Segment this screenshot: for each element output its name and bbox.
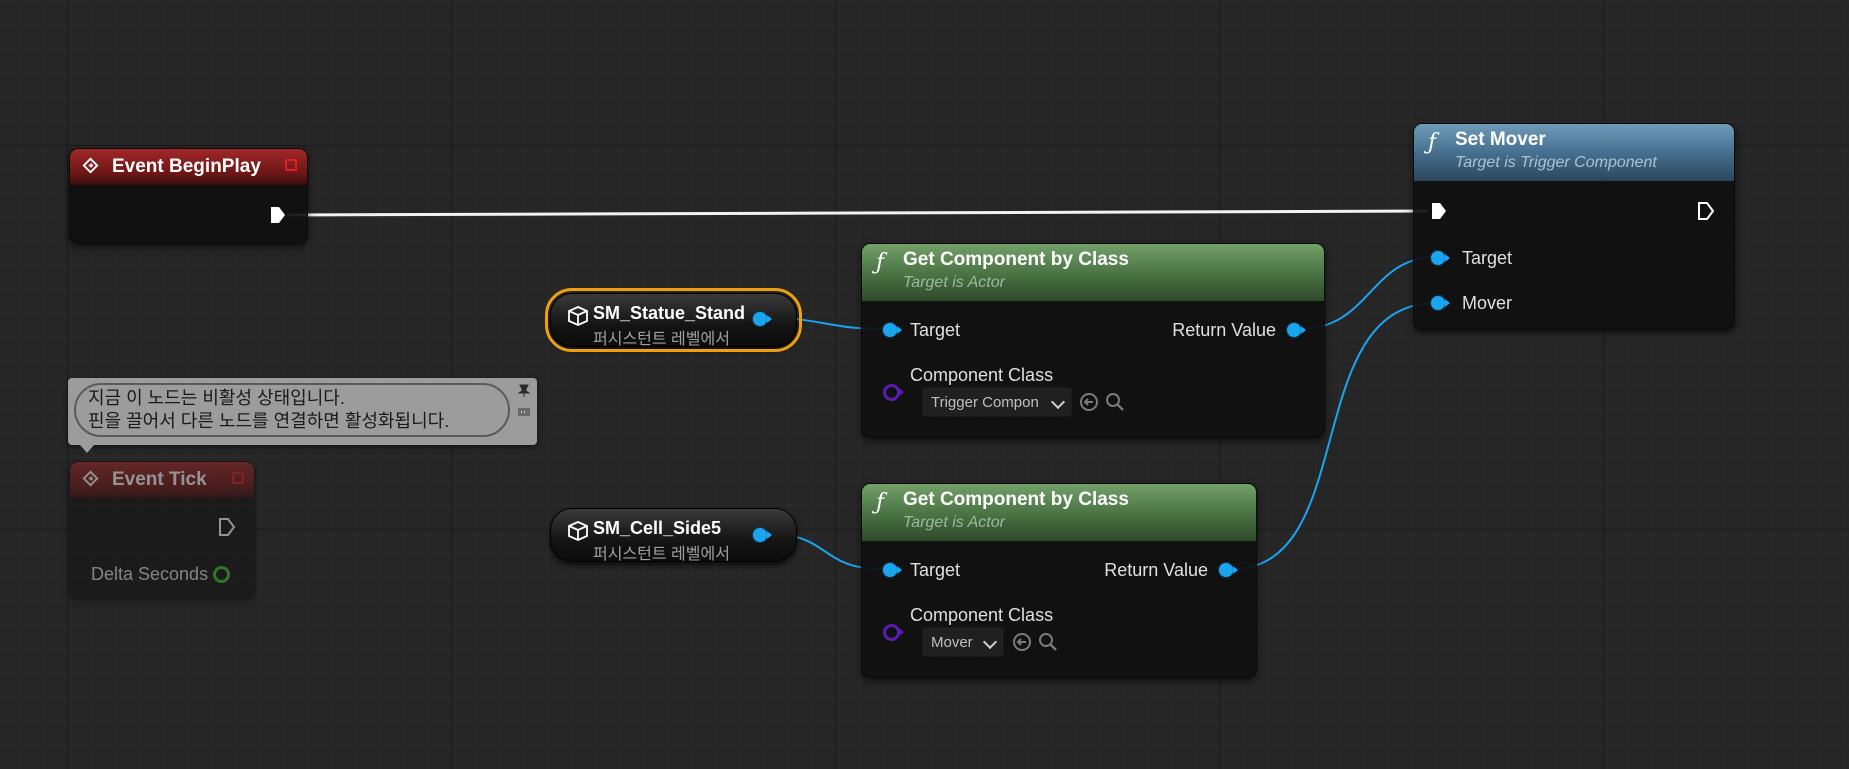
target-label: Target — [910, 320, 961, 340]
event-tick-title: Event Tick — [112, 469, 207, 490]
exec-output-pin[interactable] — [219, 518, 235, 536]
pin-icon[interactable] — [517, 384, 531, 398]
stop-icon — [232, 472, 244, 484]
function-icon: ƒ — [876, 250, 885, 275]
comment-line-1: 지금 이 노드는 비활성 상태입니다. — [88, 388, 345, 408]
target-label: Target — [1462, 248, 1513, 268]
get-component-subtitle-2: Target is Actor — [903, 514, 1005, 531]
actor-cube-icon — [568, 306, 588, 326]
comment-line-2: 핀을 끌어서 다른 노드를 연결하면 활성화됩니다. — [88, 411, 450, 431]
get-component-title-2: Get Component by Class — [903, 489, 1129, 510]
component-class-dropdown[interactable]: Mover — [922, 627, 1004, 657]
component-class-value: Mover — [931, 634, 973, 651]
float-output-pin[interactable] — [213, 566, 230, 583]
event-tick-header[interactable]: Event Tick — [70, 462, 254, 498]
component-class-value: Trigger Compon — [931, 394, 1039, 411]
mover-label: Mover — [1462, 293, 1513, 313]
set-mover-subtitle: Target is Trigger Component — [1455, 154, 1657, 171]
var-statue-node[interactable]: SM_Statue_Stand 퍼시스턴트 레벨에서 — [545, 288, 802, 352]
return-value-label: Return Value — [1172, 320, 1276, 340]
expand-icon[interactable] — [517, 404, 531, 418]
get-component-node-1[interactable]: ƒ Get Component by Class Target is Actor… — [861, 243, 1325, 438]
return-value-output-pin[interactable] — [1219, 563, 1238, 577]
get-component-title-1: Get Component by Class — [903, 249, 1129, 270]
target-input-pin[interactable] — [1431, 251, 1450, 265]
exec-output-pin[interactable] — [270, 206, 286, 224]
browse-arrow-icon[interactable] — [1012, 632, 1032, 652]
event-beginplay-node[interactable]: Event BeginPlay — [69, 148, 308, 244]
var-statue-output-pin[interactable] — [753, 312, 772, 326]
var-cell-subtitle: 퍼시스턴트 레벨에서 — [593, 546, 730, 563]
search-icon[interactable] — [1105, 392, 1125, 412]
search-icon[interactable] — [1038, 632, 1058, 652]
component-class-dropdown[interactable]: Trigger Compon — [922, 387, 1072, 417]
return-value-label: Return Value — [1104, 560, 1208, 580]
event-diamond-icon — [82, 470, 99, 487]
var-cell-output-pin[interactable] — [753, 528, 772, 542]
comment-text: 지금 이 노드는 비활성 상태입니다. 핀을 끌어서 다른 노드를 연결하면 활… — [74, 383, 510, 437]
event-diamond-icon — [82, 157, 99, 174]
get-component-header-2[interactable]: ƒ Get Component by Class Target is Actor — [862, 484, 1256, 541]
set-mover-header[interactable]: ƒ Set Mover Target is Trigger Component — [1414, 124, 1734, 181]
var-statue-subtitle: 퍼시스턴트 레벨에서 — [593, 331, 730, 348]
delta-seconds-label: Delta Seconds — [91, 564, 209, 584]
target-input-pin[interactable] — [883, 563, 902, 577]
get-component-node-2[interactable]: ƒ Get Component by Class Target is Actor… — [861, 483, 1257, 678]
event-tick-node[interactable]: Event Tick Delta Seconds — [69, 461, 255, 599]
var-cell-node[interactable]: SM_Cell_Side5 퍼시스턴트 레벨에서 — [550, 508, 797, 563]
target-label: Target — [910, 560, 961, 580]
component-class-label: Component Class — [910, 365, 1054, 385]
var-cell-title: SM_Cell_Side5 — [593, 518, 722, 538]
exec-output-pin[interactable] — [1698, 202, 1714, 220]
chevron-down-icon — [1050, 394, 1066, 410]
actor-cube-icon — [568, 521, 588, 541]
function-icon: ƒ — [1428, 130, 1437, 155]
get-component-subtitle-1: Target is Actor — [903, 274, 1005, 291]
stop-icon — [285, 159, 297, 171]
exec-wire[interactable] — [286, 209, 1429, 217]
browse-arrow-icon[interactable] — [1079, 392, 1099, 412]
component-class-input-pin[interactable] — [883, 384, 904, 401]
set-mover-title: Set Mover — [1455, 129, 1546, 150]
event-beginplay-header[interactable]: Event BeginPlay — [70, 149, 307, 185]
component-class-label: Component Class — [910, 605, 1054, 625]
chevron-down-icon — [982, 634, 998, 650]
exec-input-pin[interactable] — [1431, 202, 1447, 220]
function-icon: ƒ — [876, 490, 885, 515]
target-input-pin[interactable] — [883, 323, 902, 337]
get-component-header-1[interactable]: ƒ Get Component by Class Target is Actor — [862, 244, 1324, 301]
set-mover-node[interactable]: ƒ Set Mover Target is Trigger Component … — [1413, 123, 1735, 330]
mover-input-pin[interactable] — [1431, 296, 1450, 310]
comment-bubble[interactable]: 지금 이 노드는 비활성 상태입니다. 핀을 끌어서 다른 노드를 연결하면 활… — [68, 378, 537, 453]
comment-tail — [80, 445, 94, 453]
return-value-output-pin[interactable] — [1287, 323, 1306, 337]
component-class-input-pin[interactable] — [883, 624, 904, 641]
event-beginplay-title: Event BeginPlay — [112, 156, 261, 177]
var-statue-title: SM_Statue_Stand — [593, 303, 746, 323]
